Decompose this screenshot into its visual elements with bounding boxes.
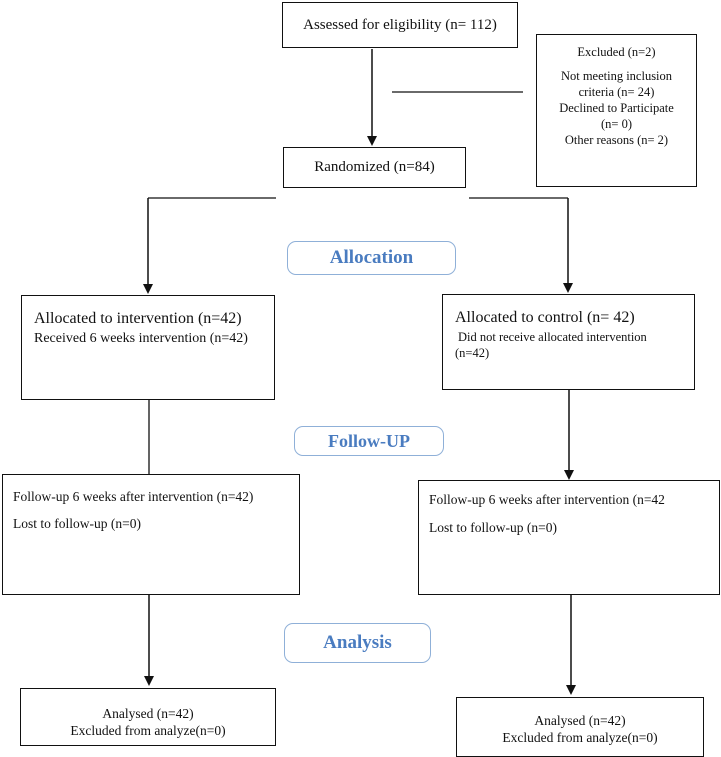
stage-analysis: Analysis xyxy=(284,623,431,663)
excluded-line2: criteria (n= 24) xyxy=(578,85,655,99)
alloc-control-box: Allocated to control (n= 42) Did not rec… xyxy=(442,294,695,390)
stage-followup: Follow-UP xyxy=(294,426,444,456)
analysed-control-line2: Excluded from analyze(n=0) xyxy=(502,730,658,745)
stage-analysis-label: Analysis xyxy=(323,632,392,653)
excluded-line3: Declined to Participate xyxy=(559,101,674,115)
randomized-text: Randomized (n=84) xyxy=(314,159,435,175)
followup-intervention-box: Follow-up 6 weeks after intervention (n=… xyxy=(2,474,300,595)
analysed-intervention-box: Analysed (n=42) Excluded from analyze(n=… xyxy=(20,688,276,746)
excluded-line1: Not meeting inclusion xyxy=(560,69,673,83)
alloc-control-line3: (n=42) xyxy=(455,346,490,360)
analysed-control-line1: Analysed (n=42) xyxy=(534,713,626,728)
excluded-line5: Other reasons (n= 2) xyxy=(564,133,669,147)
analysed-intervention-line2: Excluded from analyze(n=0) xyxy=(70,723,226,738)
assessed-text: Assessed for eligibility (n= 112) xyxy=(303,16,497,33)
assessed-box: Assessed for eligibility (n= 112) xyxy=(282,2,518,48)
alloc-control-line2: Did not receive allocated intervention xyxy=(458,330,647,344)
alloc-intervention-line2: Received 6 weeks intervention (n=42) xyxy=(34,331,248,346)
alloc-intervention-line1: Allocated to intervention (n=42) xyxy=(34,310,242,327)
excluded-title: Excluded (n=2) xyxy=(577,45,656,59)
followup-control-box: Follow-up 6 weeks after intervention (n=… xyxy=(418,480,720,595)
followup-control-line2: Lost to follow-up (n=0) xyxy=(429,520,557,535)
stage-allocation-label: Allocation xyxy=(329,247,414,268)
excluded-line4: (n= 0) xyxy=(601,117,632,131)
analysed-control-box: Analysed (n=42) Excluded from analyze(n=… xyxy=(456,697,704,757)
followup-control-line1: Follow-up 6 weeks after intervention (n=… xyxy=(429,492,665,507)
alloc-control-line1: Allocated to control (n= 42) xyxy=(455,309,635,326)
alloc-intervention-box: Allocated to intervention (n=42) Receive… xyxy=(21,295,275,400)
randomized-box: Randomized (n=84) xyxy=(283,147,466,188)
followup-intervention-line1: Follow-up 6 weeks after intervention (n=… xyxy=(13,489,254,504)
followup-intervention-line2: Lost to follow-up (n=0) xyxy=(13,516,141,531)
excluded-box: Excluded (n=2) Not meeting inclusion cri… xyxy=(536,34,697,187)
analysed-intervention-line1: Analysed (n=42) xyxy=(102,706,194,721)
stage-followup-label: Follow-UP xyxy=(328,430,410,451)
stage-allocation: Allocation xyxy=(287,241,456,275)
